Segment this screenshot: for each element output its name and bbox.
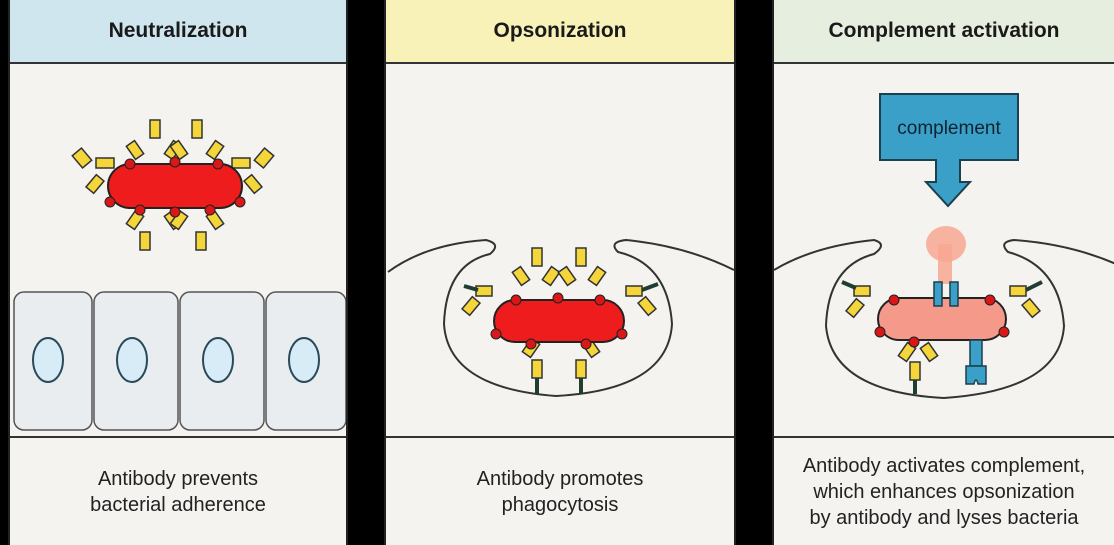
neutralization-illustration <box>10 64 346 434</box>
panel-complement-activation: Complement activation complement <box>772 0 1114 545</box>
panel-caption: Antibody promotes phagocytosis <box>386 436 734 545</box>
panel-caption: Antibody activates complement, which enh… <box>774 436 1114 545</box>
bacterium-with-antibodies <box>462 248 658 394</box>
complement-arrow <box>880 94 1018 206</box>
opsonization-illustration <box>386 64 734 434</box>
bacterium <box>108 164 242 208</box>
panel-neutralization: Neutralization <box>8 0 348 545</box>
bacterium <box>494 300 624 342</box>
bacterium-with-antibodies <box>842 282 1042 394</box>
epithelial-cells <box>14 292 346 430</box>
panel-caption: Antibody prevents bacterial adherence <box>10 436 346 545</box>
panel-title: Complement activation <box>774 0 1114 64</box>
panel-title: Neutralization <box>10 0 346 64</box>
complement-illustration: complement <box>774 64 1114 434</box>
panel-opsonization: Opsonization <box>384 0 736 545</box>
panel-title: Opsonization <box>386 0 734 64</box>
bacterium-with-antibodies <box>72 120 273 250</box>
complement-label: complement <box>897 118 1001 139</box>
